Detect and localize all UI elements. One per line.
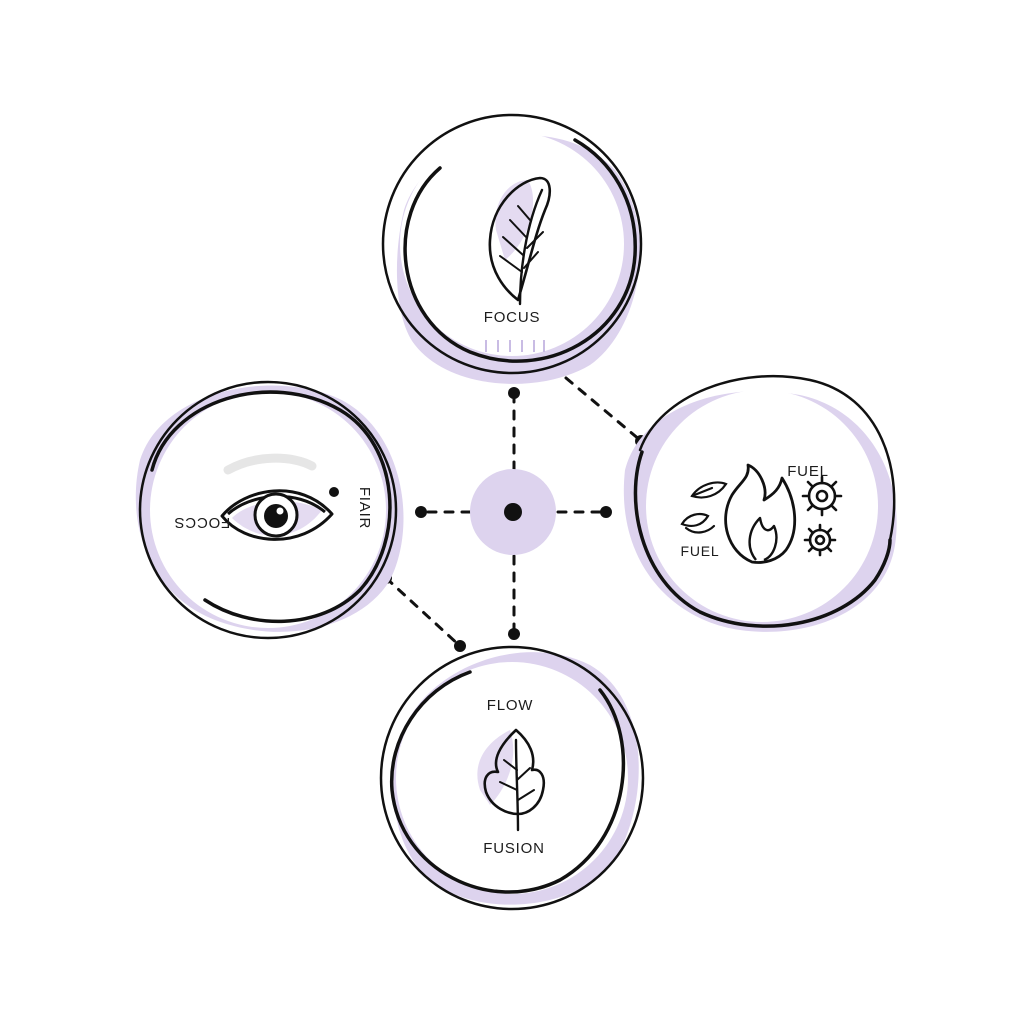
node-bottom-ring-outer — [379, 645, 645, 911]
dot-left — [415, 506, 427, 518]
leaf-icon — [477, 728, 546, 832]
dot-left-bottom-end — [454, 640, 466, 652]
node-left-ring-inner — [150, 390, 392, 624]
node-left-label-right: FIAIR — [356, 487, 373, 529]
node-bottom-ring-inner — [389, 670, 626, 894]
node-left-ring-outer — [138, 380, 398, 640]
node-left: FOCCS FIAIR — [135, 380, 404, 640]
dot-top — [508, 387, 520, 399]
dot-right — [600, 506, 612, 518]
feather-icon — [488, 176, 551, 306]
node-top-label: FOCUS — [484, 309, 541, 326]
node-right-label-bottom: FUEL — [681, 543, 720, 559]
connectors — [384, 376, 642, 648]
connector-left-bottom — [384, 576, 462, 648]
hub-dot-icon — [504, 503, 522, 521]
node-right-ring-outer — [638, 374, 896, 542]
node-right-fill — [646, 390, 878, 622]
node-bottom-label-top: FLOW — [487, 697, 534, 714]
node-right-ring-inner — [633, 450, 892, 628]
node-top-ticks — [485, 340, 545, 352]
dot-bottom — [508, 628, 520, 640]
connector-top-right — [564, 376, 642, 442]
node-left-label-left: FOCCS — [174, 514, 231, 531]
node-right-label-top: FUEL — [787, 463, 829, 480]
node-top: FOCUS — [381, 113, 643, 384]
node-bottom-label-bottom: FUSION — [483, 840, 544, 857]
node-top-ring-inner — [403, 138, 637, 363]
flame-icon — [724, 463, 797, 564]
wind-leaves-icon — [680, 481, 728, 534]
node-bottom: FLOW FUSION — [379, 645, 645, 911]
node-right: FUEL FUEL — [623, 374, 897, 632]
node-top-ring-outer — [381, 113, 643, 375]
hub — [470, 469, 556, 555]
gears-icon — [801, 475, 843, 557]
node-bottom-fill — [396, 662, 628, 894]
eye-icon — [220, 453, 339, 541]
